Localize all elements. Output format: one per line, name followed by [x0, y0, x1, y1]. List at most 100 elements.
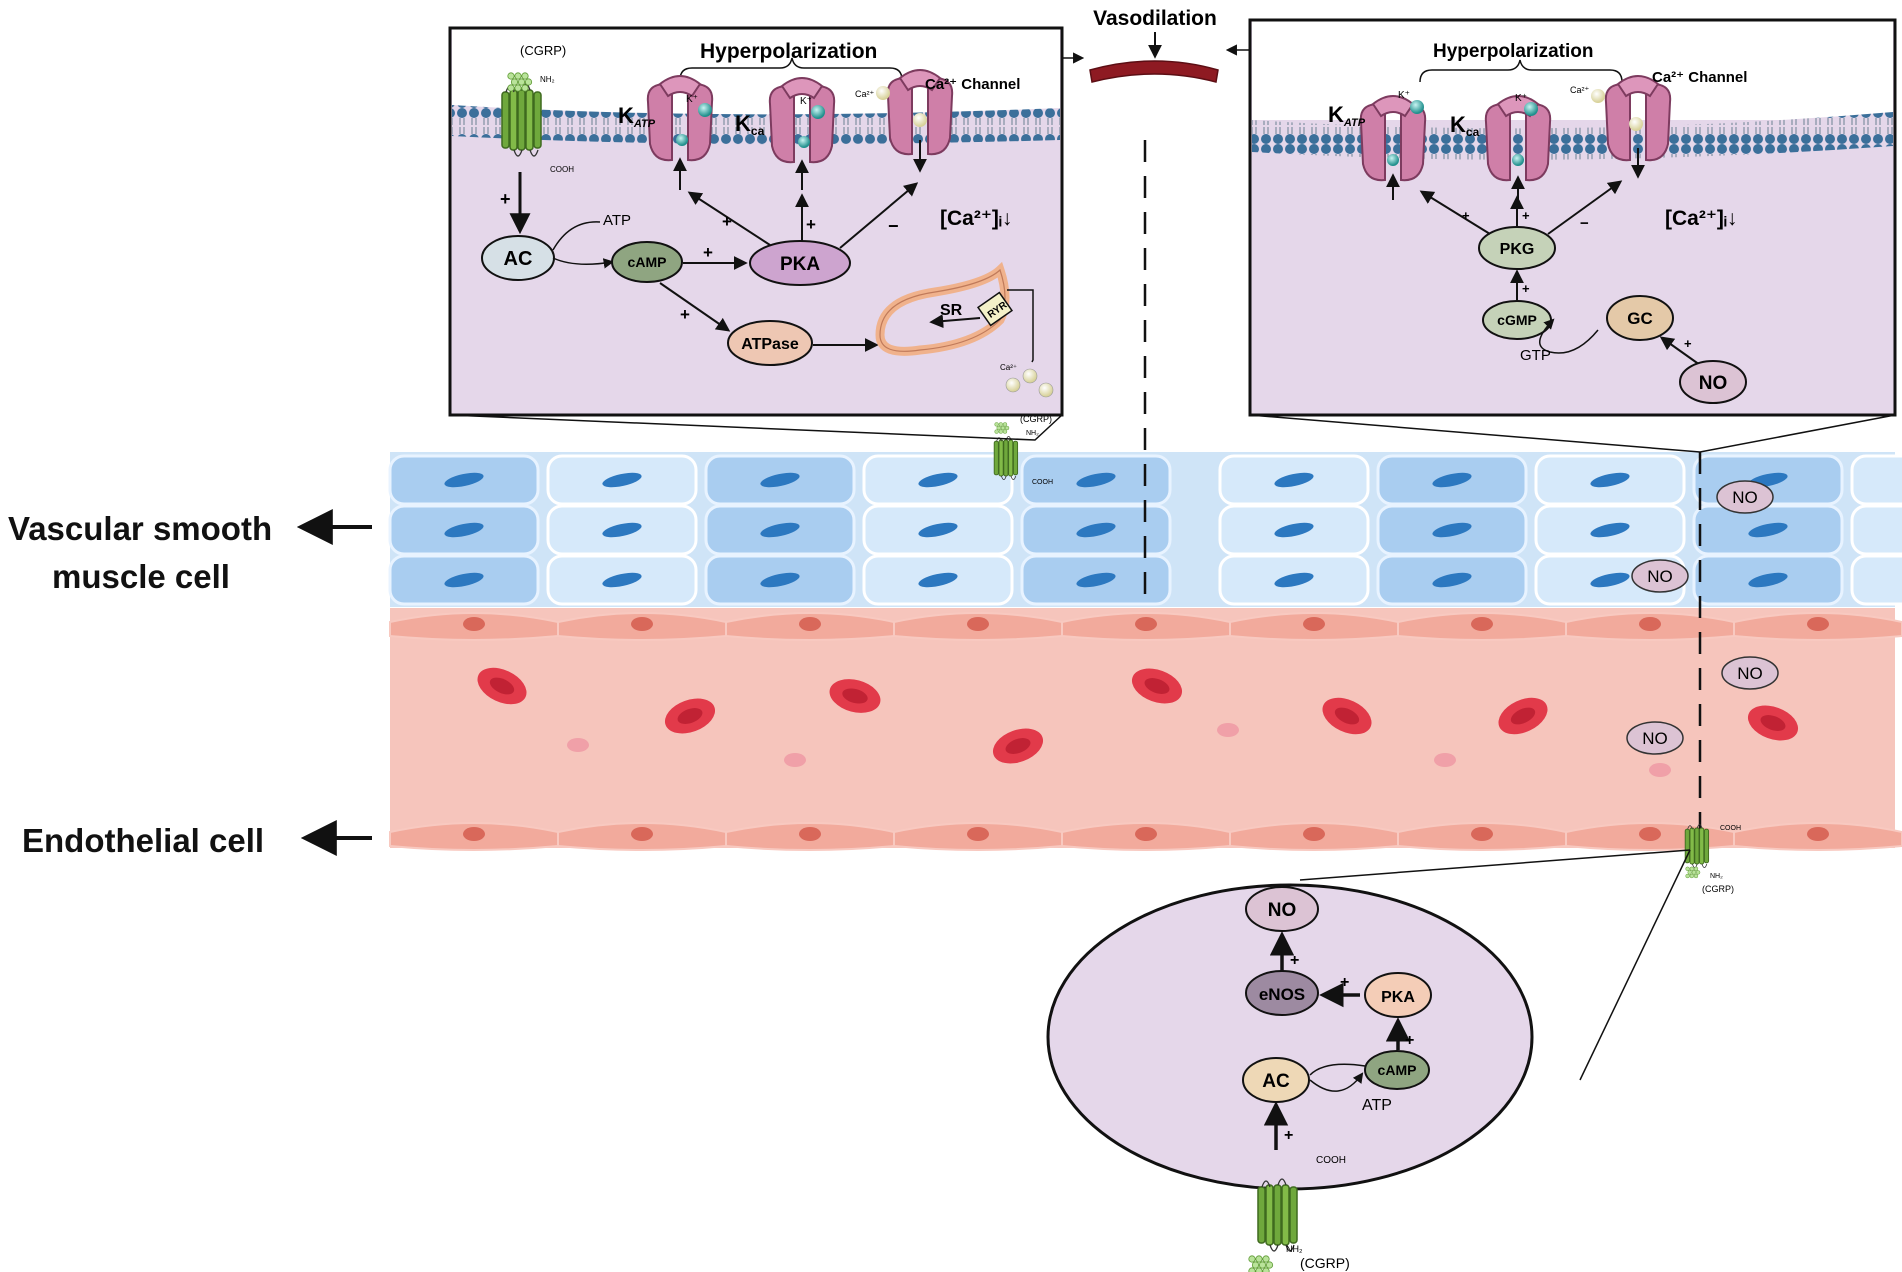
- plus-sign: +: [703, 243, 713, 262]
- ca-ion: [1629, 117, 1643, 131]
- plus-sign: +: [1340, 974, 1349, 991]
- smooth-muscle-cell: [862, 554, 1014, 606]
- cooh-label: COOH: [550, 165, 574, 174]
- cgrp-label: (CGRP): [1020, 414, 1052, 424]
- katp-label: KATP: [1328, 102, 1366, 129]
- minus-sign: −: [888, 216, 899, 236]
- smooth-muscle-cell: [1218, 454, 1370, 506]
- endothelial-cell: [725, 822, 895, 851]
- svg-text:NO: NO: [1647, 567, 1673, 586]
- endothelial-cell: [389, 822, 559, 851]
- svg-text:NO: NO: [1642, 729, 1668, 748]
- sr-uptake-arrow: [929, 314, 981, 329]
- endothelial-cell: [1733, 822, 1902, 851]
- platelet: [1649, 763, 1671, 777]
- no-node: NO: [1245, 886, 1319, 932]
- k-ion: [1512, 154, 1524, 166]
- svg-text:PKA: PKA: [1381, 989, 1415, 1006]
- k-ion-label: K⁺: [800, 96, 812, 107]
- atp-curve: [552, 221, 601, 251]
- endothelial-cell: [1565, 612, 1735, 641]
- atp-to-camp-arrow: [1309, 1072, 1364, 1092]
- smooth-muscle-cell: [388, 554, 540, 606]
- atp-label: ATP: [603, 212, 631, 229]
- smooth-muscle-cell: [546, 504, 698, 556]
- plus-sign: +: [1684, 336, 1692, 351]
- vasodilation-title: Vasodilation: [1093, 7, 1217, 30]
- smooth-muscle-cell: [862, 454, 1014, 506]
- cooh-label: COOH: [1316, 1155, 1346, 1166]
- plus-sign: +: [1284, 1127, 1293, 1144]
- sr-label: SR: [940, 302, 963, 319]
- camp-node: cAMP: [611, 241, 683, 283]
- endothelial-cell: [893, 612, 1063, 641]
- endothelial-cell: [1061, 822, 1231, 851]
- ca-concentration-label: [Ca²⁺]ᵢ↓: [940, 207, 1012, 230]
- pka-to-ca-channel-arrow: [839, 182, 919, 249]
- no-molecule: NO: [1721, 656, 1779, 690]
- atpase-node: ATPase: [727, 320, 813, 366]
- smooth-muscle-cell: [1218, 504, 1370, 556]
- nh2-label: NH₂: [540, 75, 555, 84]
- svg-text:NO: NO: [1737, 664, 1763, 683]
- k-ion: [1410, 100, 1424, 114]
- svg-text:cAMP: cAMP: [628, 254, 667, 270]
- no-molecule: NO: [1626, 721, 1684, 755]
- k-ion: [676, 134, 688, 146]
- katp-label: KATP: [618, 103, 656, 130]
- smooth-muscle-cell: [1850, 504, 1902, 556]
- endothelial-cell: [1397, 822, 1567, 851]
- sarcoplasmic-reticulum: SR RYR: [875, 261, 1014, 356]
- svg-text:cGMP: cGMP: [1497, 312, 1537, 328]
- smooth-muscle-cell: [1850, 454, 1902, 506]
- cgrp-label: (CGRP): [1300, 1255, 1350, 1271]
- endothelial-cell: [1397, 612, 1567, 641]
- gtp-label: GTP: [1520, 347, 1551, 364]
- pka-to-katp-arrow: [687, 191, 771, 246]
- svg-text:eNOS: eNOS: [1259, 985, 1305, 1004]
- cooh-label: COOH: [1720, 825, 1741, 832]
- smooth-muscle-cell: [1534, 504, 1686, 556]
- smooth-muscle-cell: [546, 554, 698, 606]
- smooth-muscle-cell: [704, 454, 856, 506]
- ca-ion: [876, 86, 890, 100]
- endothelial-cell: [1229, 822, 1399, 851]
- platelet: [784, 753, 806, 767]
- plus-sign: +: [722, 212, 732, 231]
- ca-ion: [1022, 368, 1038, 384]
- hyperpolarization-label: Hyperpolarization: [700, 40, 877, 63]
- gc-node: GC: [1606, 295, 1674, 341]
- k-ion: [798, 136, 810, 148]
- pkg-node: PKG: [1478, 226, 1556, 270]
- pkg-to-katp-arrow: [1419, 190, 1491, 235]
- plus-sign: +: [500, 189, 511, 209]
- smooth-muscle-cell: [388, 504, 540, 556]
- smooth-muscle-cell: [1020, 504, 1172, 556]
- smooth-muscle-cell: [862, 504, 1014, 556]
- left-panel: Hyperpolarization (CGRP) NH₂ COOH K⁺ K⁺ …: [448, 26, 1064, 441]
- smooth-muscle-cell: [388, 454, 540, 506]
- minus-sign: −: [1580, 215, 1589, 232]
- svg-text:AC: AC: [504, 248, 533, 270]
- svg-text:AC: AC: [1262, 1071, 1290, 1092]
- blood-cells: [471, 660, 1803, 777]
- svg-text:PKA: PKA: [780, 254, 820, 275]
- ca-channel-label: Ca²⁺ Channel: [925, 76, 1020, 93]
- no-node: NO: [1679, 360, 1747, 404]
- ac-node: AC: [481, 235, 555, 281]
- smooth-muscle-cell: [1692, 504, 1844, 556]
- smooth-muscle-cell: [1692, 554, 1844, 606]
- ca-ion: [1005, 377, 1021, 393]
- no-molecule: NO: [1716, 480, 1774, 514]
- endothelial-cell: [557, 612, 727, 641]
- kca-label: Kca: [735, 111, 765, 138]
- platelet: [1217, 723, 1239, 737]
- svg-text:NO: NO: [1268, 900, 1297, 921]
- smooth-muscle-cell: [1534, 454, 1686, 506]
- smooth-muscle-cell: [1376, 554, 1528, 606]
- k-ion: [1524, 102, 1538, 116]
- hyperpolarization-label: Hyperpolarization: [1433, 41, 1593, 62]
- camp-to-atpase-arrow: [659, 282, 731, 332]
- smooth-muscle-cell: [1376, 504, 1528, 556]
- no-molecule: NO: [1631, 559, 1689, 593]
